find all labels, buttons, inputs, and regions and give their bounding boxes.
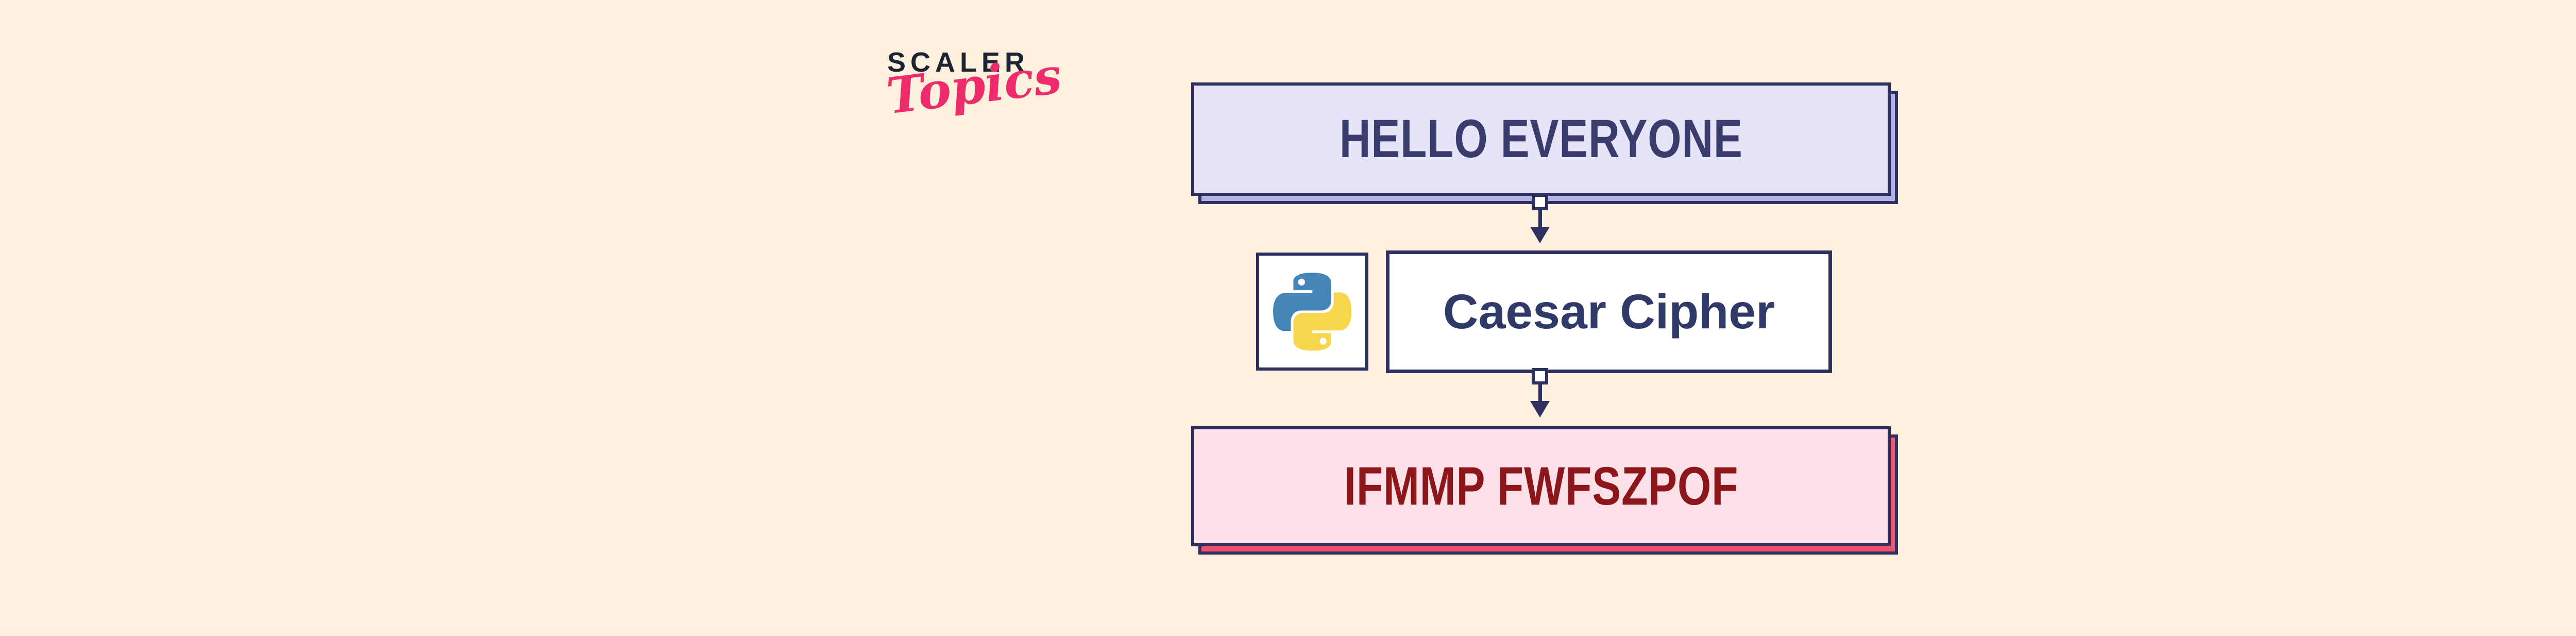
logo-brand-text: SCALER: [887, 47, 1030, 78]
python-icon-blue-snake: [1273, 272, 1331, 331]
input-plaintext-label: HELLO EVERYONE: [1339, 109, 1743, 169]
python-icon-yellow-snake: [1293, 292, 1351, 350]
input-plaintext-box: HELLO EVERYONE: [1191, 82, 1891, 196]
arrow-line-top: [1538, 209, 1542, 228]
python-icon: [1273, 272, 1351, 351]
scaler-topics-logo: SCALER Topics: [884, 46, 1065, 126]
down-arrow-icon: [1530, 227, 1550, 243]
python-logo-box: [1256, 253, 1368, 371]
output-ciphertext-label: IFMMP FWFSZPOF: [1344, 456, 1738, 516]
connector-square-bottom: [1532, 368, 1548, 384]
connector-square-top: [1532, 194, 1548, 210]
output-ciphertext-box: IFMMP FWFSZPOF: [1191, 426, 1891, 546]
cipher-process-box: Caesar Cipher: [1386, 250, 1832, 373]
cipher-process-label: Caesar Cipher: [1443, 284, 1775, 339]
down-arrow-icon: [1530, 401, 1550, 417]
arrow-line-bottom: [1538, 383, 1542, 402]
